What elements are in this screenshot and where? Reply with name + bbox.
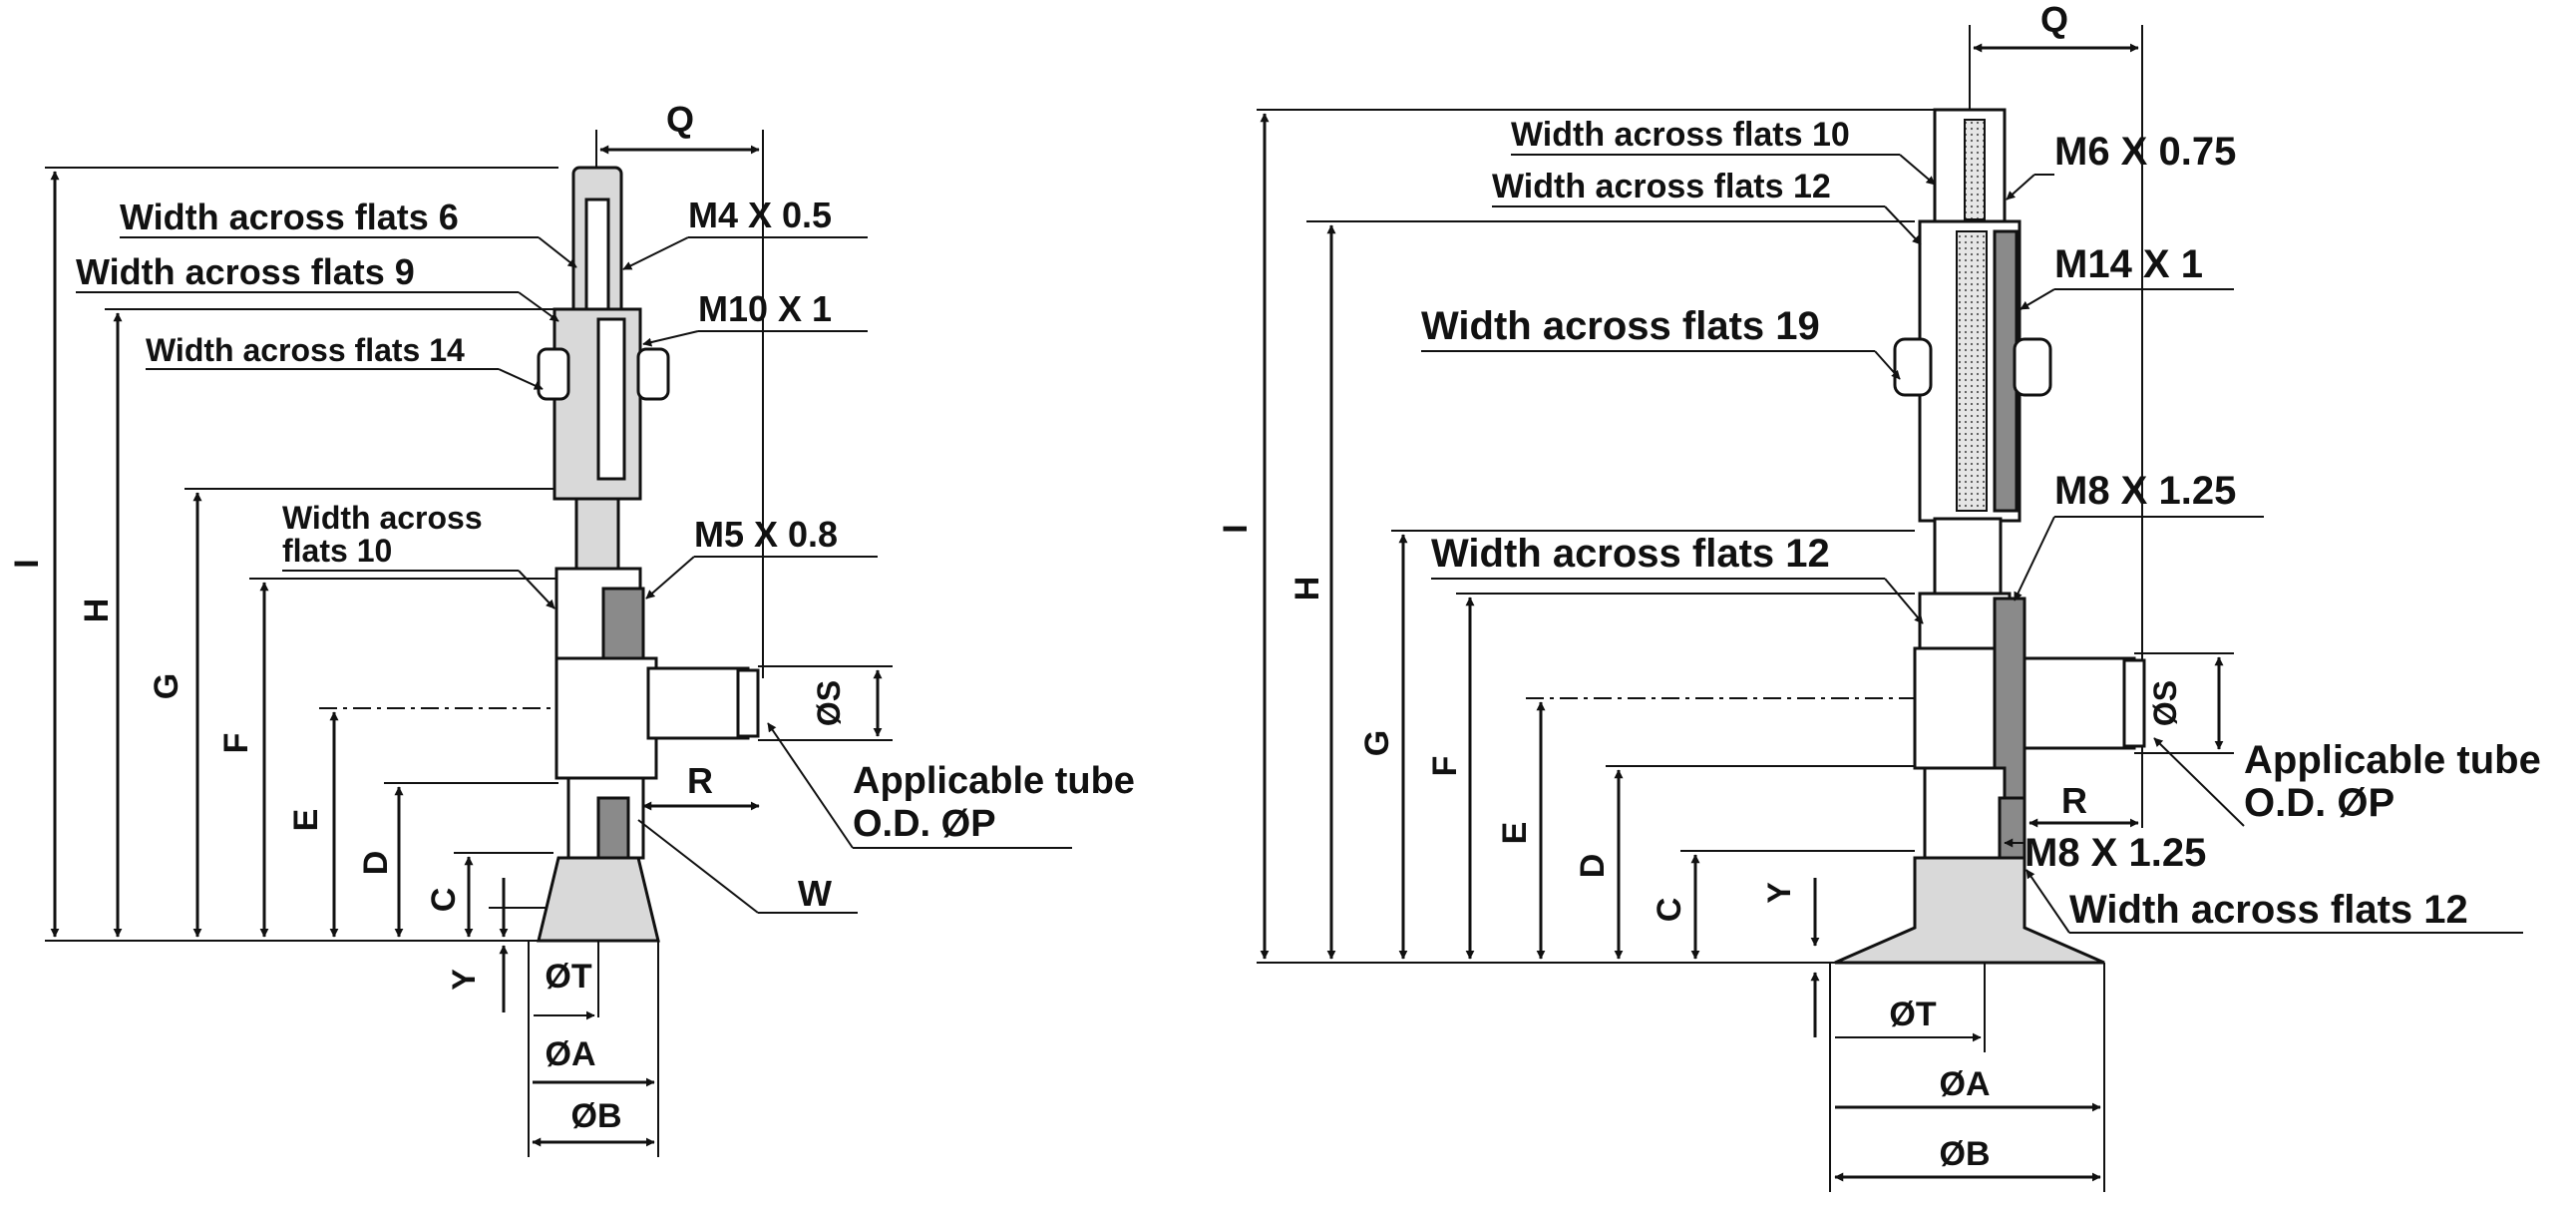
callout-wf10a-left: Width across — [282, 500, 483, 536]
callout-m8a-right: M8 X 1.25 — [2054, 469, 2236, 513]
dim-label-S-right: ØS — [2147, 680, 2183, 726]
callout-m4-left: M4 X 0.5 — [688, 195, 832, 235]
callout-wf12c-right: Width across flats 12 — [2069, 888, 2468, 932]
dim-label-T-left: ØT — [545, 958, 591, 996]
callout-m6-right: M6 X 0.75 — [2054, 130, 2236, 174]
dim-label-D-left: D — [357, 851, 395, 876]
dim-label-C-left: C — [425, 888, 463, 913]
dim-label-D-right: D — [1574, 854, 1612, 879]
dim-label-H-left: H — [78, 599, 116, 623]
dim-label-E-right: E — [1496, 822, 1534, 845]
callout-wf12a-right: Width across flats 12 — [1492, 168, 1831, 205]
callout-wf9-left: Width across flats 9 — [76, 251, 415, 292]
callout-wf19-right: Width across flats 19 — [1421, 304, 1820, 348]
dim-label-C-right: C — [1651, 898, 1688, 923]
dim-label-Q-right: Q — [2040, 0, 2068, 40]
dim-label-G-left: G — [148, 673, 185, 699]
callout-tube2-left: O.D. ØP — [853, 803, 996, 845]
callout-wf12b-right: Width across flats 12 — [1431, 532, 1830, 576]
callout-m10-left: M10 X 1 — [698, 288, 832, 329]
dim-label-E-left: E — [287, 809, 325, 832]
callout-W-left: W — [798, 873, 832, 914]
dim-label-A-right: ØA — [1940, 1065, 1991, 1103]
callout-wf6-left: Width across flats 6 — [120, 197, 459, 237]
callout-tube2-right: O.D. ØP — [2244, 781, 2394, 825]
callout-tube1-right: Applicable tube — [2244, 738, 2541, 782]
dim-label-Q-left: Q — [666, 99, 694, 140]
callout-tube1-left: Applicable tube — [853, 760, 1135, 802]
dim-label-Y-right: Y — [1761, 882, 1797, 903]
dim-label-T-right: ØT — [1889, 996, 1936, 1033]
dim-label-A-left: ØA — [546, 1035, 596, 1073]
dim-label-B-right: ØB — [1940, 1135, 1991, 1173]
right-figure: I H G F E D C Y Q — [1217, 0, 2541, 1192]
left-figure: I H G F E D C Y Q — [8, 99, 1135, 1157]
dim-label-B-left: ØB — [571, 1097, 622, 1135]
dim-label-I-left: I — [8, 559, 46, 568]
dim-label-S-left: ØS — [811, 680, 847, 726]
dim-label-I-right: I — [1217, 524, 1255, 533]
callout-m14-right: M14 X 1 — [2054, 242, 2203, 286]
dim-label-R-left: R — [687, 760, 713, 801]
dim-label-G-right: G — [1358, 730, 1396, 756]
dim-label-F-left: F — [217, 733, 255, 754]
right-vacuum-pad-body — [1834, 108, 2146, 965]
dim-label-H-right: H — [1288, 577, 1326, 602]
callout-wf14-left: Width across flats 14 — [146, 332, 465, 368]
callout-wf10-right: Width across flats 10 — [1511, 116, 1850, 154]
dim-label-F-right: F — [1426, 756, 1464, 777]
callout-wf10b-left: flats 10 — [282, 533, 392, 569]
dim-label-Y-left: Y — [446, 969, 482, 990]
left-vacuum-pad-body — [537, 166, 760, 943]
dim-label-R-right: R — [2061, 780, 2087, 821]
callout-m8b-right: M8 X 1.25 — [2024, 831, 2206, 875]
callout-m5-left: M5 X 0.8 — [694, 514, 838, 555]
